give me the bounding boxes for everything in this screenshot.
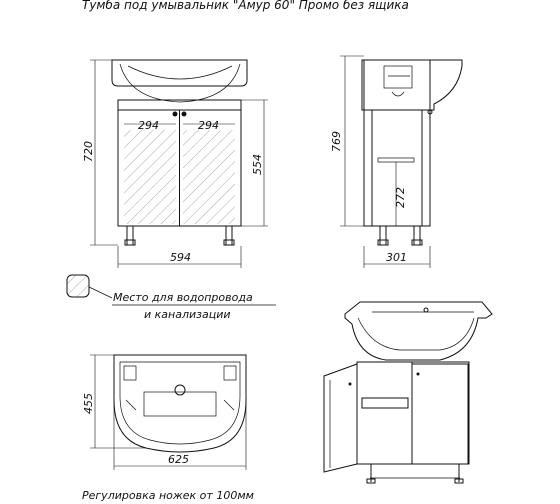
side-depth-label: 301 (386, 251, 407, 264)
plumbing-area-right (183, 130, 235, 224)
side-height-label: 769 (330, 131, 343, 152)
door-width-left-label: 294 (138, 119, 159, 132)
door-handle-left (172, 111, 178, 117)
door-width-right-label: 294 (198, 119, 219, 132)
legend-line2: и канализации (144, 308, 231, 321)
drawing-title: Тумба под умывальник "Амур 60" Промо без… (82, 0, 409, 12)
plumbing-area-left (124, 130, 176, 224)
door-handle-right (181, 111, 187, 117)
side-shelf-height-label: 272 (394, 187, 407, 208)
front-height-label: 720 (82, 141, 95, 162)
top-width-label: 625 (168, 453, 189, 466)
front-width-label: 594 (170, 251, 191, 264)
legend-line1: Место для водопровода (113, 291, 253, 304)
legend: Место для водопровода и канализации (66, 274, 276, 321)
side-view: 272 769 301 (330, 55, 463, 268)
leg-adjustment-note: Регулировка ножек от 100мм (82, 489, 254, 502)
legend-hatch-swatch (66, 274, 90, 298)
front-view: 294 294 720 554 594 (82, 59, 268, 268)
perspective-view (323, 301, 493, 484)
top-depth-label: 455 (82, 393, 95, 414)
front-inner-height-label: 554 (251, 154, 264, 175)
top-view: 455 625 (82, 354, 247, 470)
